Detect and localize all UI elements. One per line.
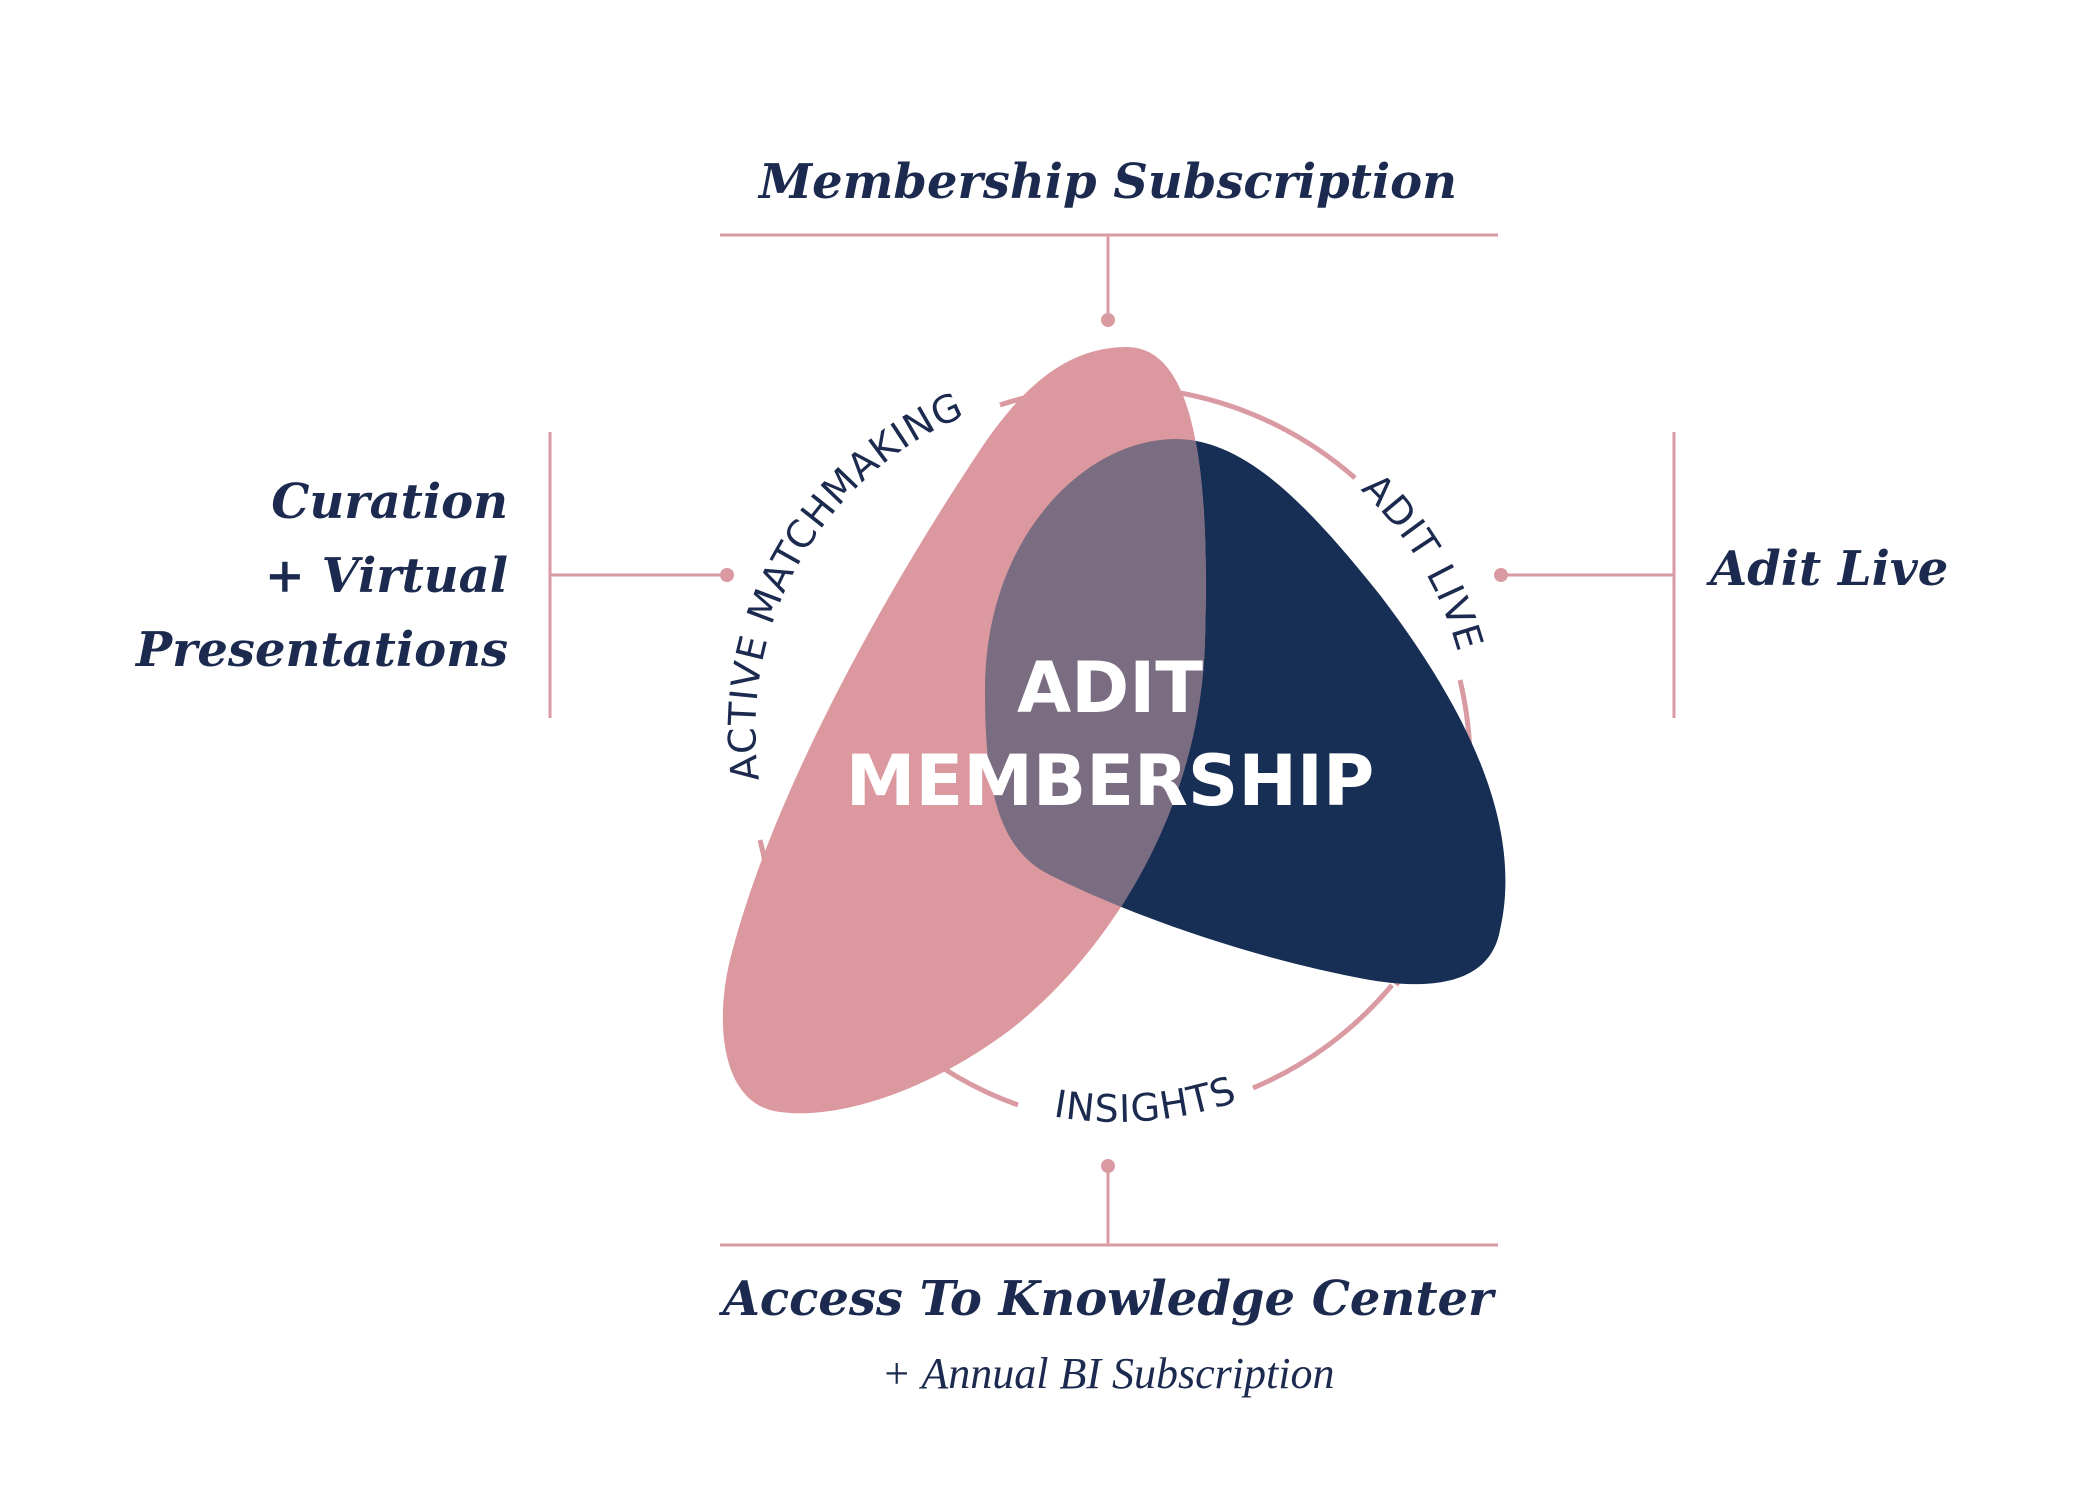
callout-left-line1: Curation xyxy=(271,474,508,530)
center-title-line2: MEMBERSHIP xyxy=(846,740,1375,822)
ring-label-insights: INSIGHTS xyxy=(1051,1068,1241,1132)
connector-lines xyxy=(548,233,1676,1247)
top-connector-dot xyxy=(1101,313,1115,327)
center-title-line1: ADIT xyxy=(1017,647,1203,729)
callout-left-line2: + Virtual xyxy=(265,548,508,604)
left-connector-dot xyxy=(720,568,734,582)
overlap-region xyxy=(985,439,1206,985)
callout-right-title: Adit Live xyxy=(1706,541,1948,597)
callout-bottom-title: Access To Knowledge Center xyxy=(719,1271,1497,1327)
right-connector-dot xyxy=(1494,568,1508,582)
callout-bottom-subtitle: + Annual BI Subscription xyxy=(882,1349,1335,1398)
callout-left-line3: Presentations xyxy=(134,622,508,678)
bottom-connector-dot xyxy=(1101,1159,1115,1173)
callout-top-title: Membership Subscription xyxy=(757,154,1457,210)
ring-segment-bottom-right xyxy=(1252,983,1394,1091)
